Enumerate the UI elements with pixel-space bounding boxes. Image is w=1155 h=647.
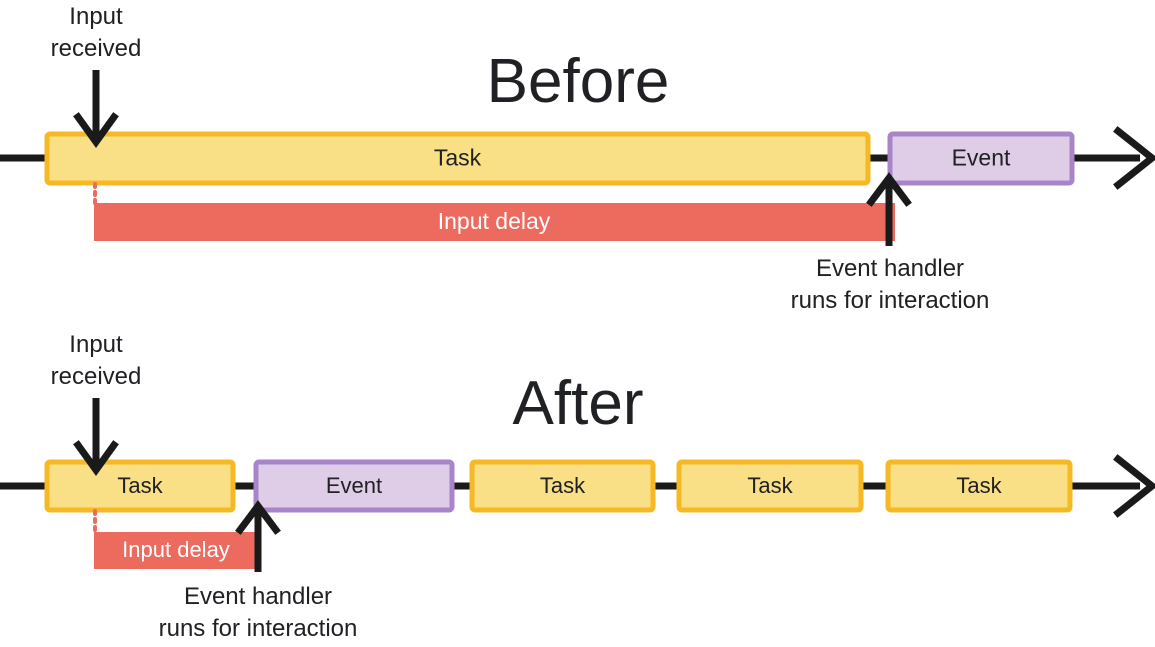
before-event-block: Event bbox=[887, 131, 1075, 186]
after-task-label-3: Task bbox=[747, 473, 793, 498]
section-after: After Task Event bbox=[0, 331, 1155, 642]
after-task-block-2: Task bbox=[469, 459, 656, 513]
before-input-received-line1: Input bbox=[69, 3, 123, 30]
before-task-block: Task bbox=[44, 131, 871, 186]
timeline-after bbox=[0, 454, 1155, 518]
after-input-received-arrowhead bbox=[73, 440, 119, 476]
after-task-block-1: Task bbox=[44, 459, 236, 513]
after-annotation-event-handler: Event handler runs for interaction bbox=[159, 500, 358, 642]
after-task-label-1: Task bbox=[117, 473, 163, 498]
after-annotation-input-received: Input received bbox=[51, 331, 142, 476]
before-input-delay-label: Input delay bbox=[438, 208, 551, 234]
after-event-handler-line2: runs for interaction bbox=[159, 615, 358, 642]
before-input-delay-bar: Input delay bbox=[94, 203, 895, 241]
after-task-block-3: Task bbox=[676, 459, 864, 513]
section-title-after: After bbox=[513, 369, 644, 438]
after-input-received-line2: received bbox=[51, 363, 142, 390]
section-before: Before Task Event bbox=[0, 3, 1155, 314]
timeline-arrowhead-after bbox=[1113, 454, 1155, 518]
after-input-delay-bar: Input delay bbox=[94, 532, 257, 569]
after-task-label-2: Task bbox=[540, 473, 586, 498]
before-event-label: Event bbox=[952, 145, 1011, 171]
section-title-before: Before bbox=[487, 47, 670, 116]
before-event-handler-line1: Event handler bbox=[816, 255, 964, 282]
before-task-label: Task bbox=[434, 145, 482, 171]
after-event-label: Event bbox=[326, 473, 382, 498]
timeline-before bbox=[0, 126, 1155, 190]
before-event-handler-arrowhead bbox=[866, 172, 912, 207]
before-annotation-input-received: Input received bbox=[51, 3, 142, 148]
after-input-received-line1: Input bbox=[69, 331, 123, 358]
before-input-received-arrowhead bbox=[73, 112, 119, 148]
before-annotation-event-handler: Event handler runs for interaction bbox=[791, 172, 990, 314]
before-event-handler-line2: runs for interaction bbox=[791, 287, 990, 314]
after-task-block-4: Task bbox=[885, 459, 1073, 513]
before-input-received-line2: received bbox=[51, 35, 142, 62]
after-event-handler-arrowhead bbox=[235, 500, 281, 535]
timeline-arrowhead-before bbox=[1113, 126, 1155, 190]
after-event-handler-line1: Event handler bbox=[184, 583, 332, 610]
after-task-label-4: Task bbox=[956, 473, 1002, 498]
after-event-block: Event bbox=[253, 459, 455, 513]
after-input-delay-label: Input delay bbox=[122, 537, 230, 562]
